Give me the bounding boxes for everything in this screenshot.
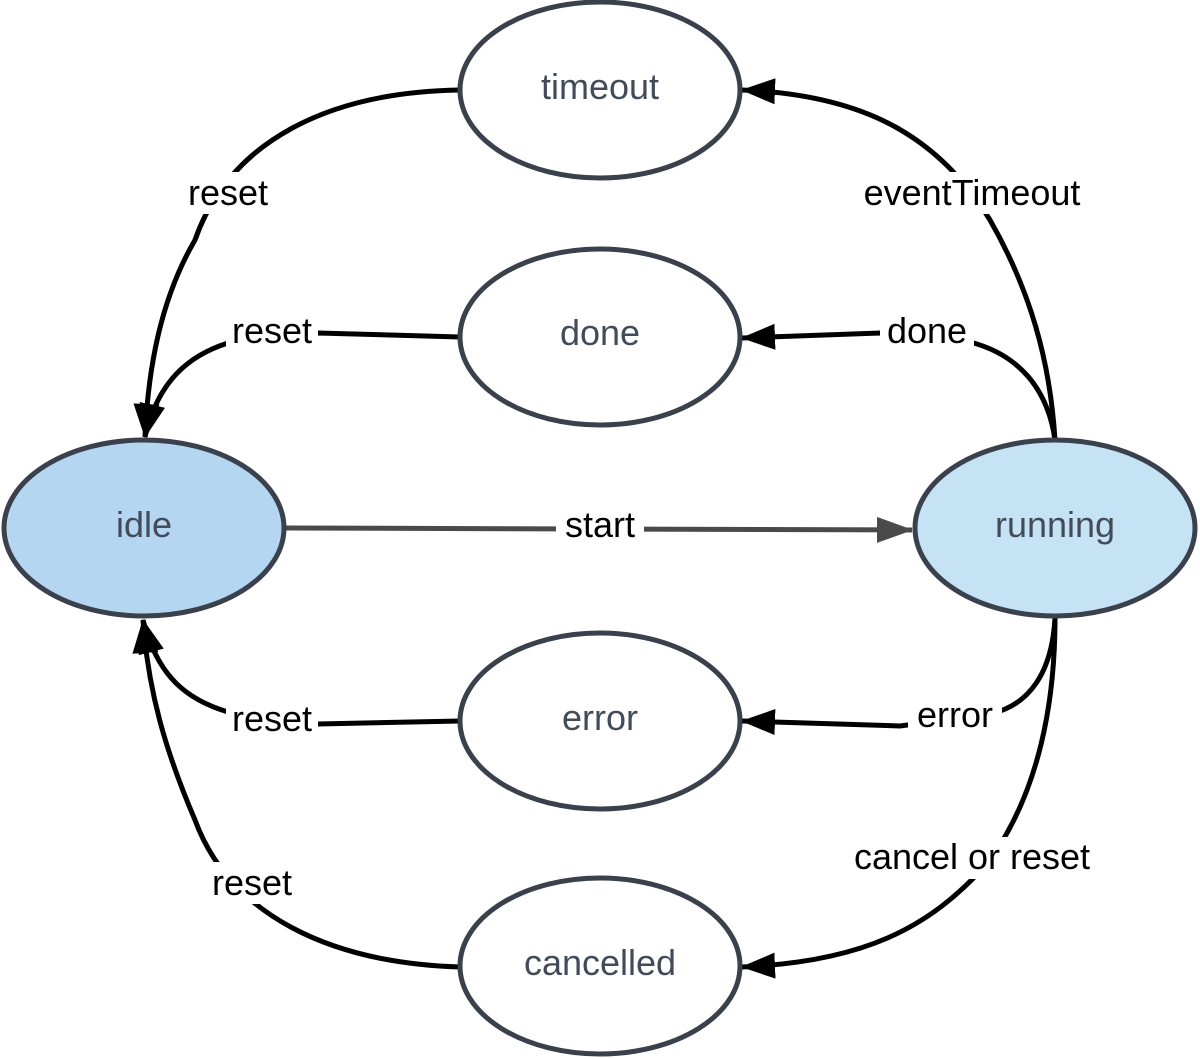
- label-running-error: error: [917, 694, 993, 735]
- state-error: error: [457, 630, 743, 812]
- label-done-reset: reset: [232, 310, 312, 351]
- edge-cancelled-to-idle: [132, 619, 461, 970]
- state-done-label: done: [560, 312, 640, 353]
- state-idle-label: idle: [116, 504, 172, 545]
- state-cancelled: cancelled: [457, 875, 743, 1057]
- label-cancelled-reset: reset: [212, 862, 292, 903]
- transition-labels: reset reset start reset reset eventTimeo…: [180, 172, 1104, 904]
- state-idle: idle: [1, 437, 287, 619]
- edge-running-to-timeout: [741, 78, 1058, 441]
- state-running-label: running: [995, 504, 1115, 545]
- edge-running-to-cancelled: [741, 617, 1058, 979]
- edge-running-to-error: [741, 617, 1058, 736]
- label-timeout-reset: reset: [188, 172, 268, 213]
- label-running-cancel: cancel or reset: [854, 836, 1090, 877]
- state-running: running: [912, 437, 1198, 619]
- state-timeout-label: timeout: [541, 66, 659, 107]
- label-running-timeout: eventTimeout: [864, 172, 1081, 213]
- label-error-reset: reset: [232, 698, 312, 739]
- state-error-label: error: [562, 697, 638, 738]
- edge-timeout-to-idle: [133, 87, 461, 438]
- state-done: done: [457, 246, 743, 428]
- state-cancelled-label: cancelled: [524, 942, 676, 983]
- state-timeout: timeout: [457, 0, 743, 181]
- label-running-done: done: [887, 310, 967, 351]
- label-idle-start: start: [565, 504, 635, 545]
